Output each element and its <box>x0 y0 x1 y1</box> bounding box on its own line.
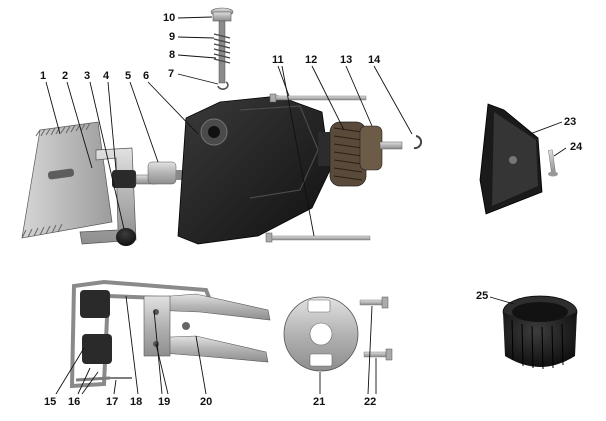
adjust-knob <box>116 228 136 246</box>
label-22: 22 <box>364 396 376 408</box>
label-15: 15 <box>44 396 56 408</box>
label-9: 9 <box>169 31 175 43</box>
motor-housing <box>177 95 331 245</box>
label-19: 19 <box>158 396 170 408</box>
label-4: 4 <box>103 70 110 82</box>
label-23: 23 <box>564 116 576 128</box>
label-1: 1 <box>40 70 46 82</box>
comb-blade <box>21 121 113 239</box>
label-21: 21 <box>313 396 325 408</box>
end-cap <box>479 103 543 215</box>
circlip-small <box>217 81 229 90</box>
label-11: 11 <box>272 54 284 66</box>
label-8: 8 <box>169 49 175 61</box>
label-18: 18 <box>130 396 142 408</box>
label-25: 25 <box>476 290 488 302</box>
gear-assembly <box>318 121 403 187</box>
cam-plate <box>283 296 359 372</box>
drive-coupling <box>112 161 186 188</box>
label-20: 20 <box>200 396 212 408</box>
e-clip <box>413 135 423 150</box>
leader-lines <box>45 16 567 395</box>
label-17: 17 <box>106 396 118 408</box>
cap-screw <box>548 149 558 177</box>
leaf-spring <box>143 293 271 363</box>
label-6: 6 <box>143 70 149 82</box>
label-7: 7 <box>168 68 174 80</box>
label-14: 14 <box>368 54 381 66</box>
label-13: 13 <box>340 54 352 66</box>
rear-cup <box>502 295 578 370</box>
label-12: 12 <box>305 54 317 66</box>
short-screws <box>359 296 393 361</box>
label-5: 5 <box>125 70 131 82</box>
callout-labels: 1 2 3 4 5 6 7 8 9 10 11 12 13 14 15 16 1… <box>40 12 583 408</box>
label-16: 16 <box>68 396 80 408</box>
label-3: 3 <box>84 70 90 82</box>
long-screws <box>265 93 371 243</box>
screw-spring-assembly <box>210 7 234 84</box>
label-24: 24 <box>570 141 583 153</box>
label-2: 2 <box>62 70 68 82</box>
label-10: 10 <box>163 12 175 24</box>
